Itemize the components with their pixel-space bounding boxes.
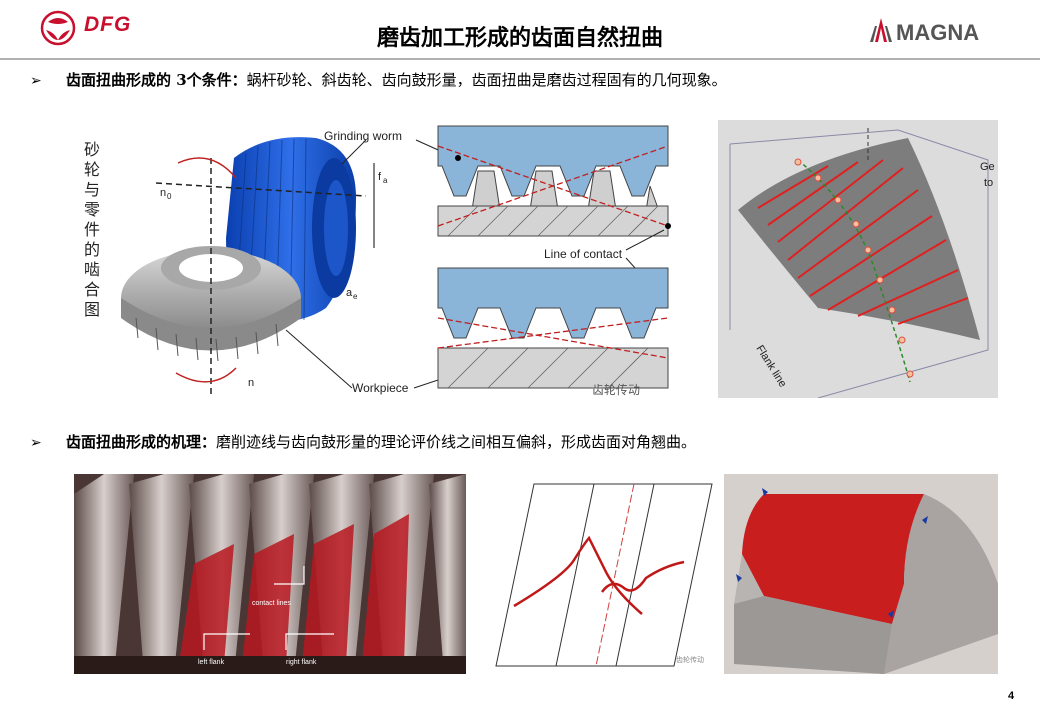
magna-logo-icon <box>870 18 892 42</box>
twisted-tooth-illustration <box>724 474 998 674</box>
bullet-heading: 齿面扭曲形成的机理： <box>66 433 217 451</box>
right-flank-label: right flank <box>286 659 317 666</box>
header: DFG 磨齿加工形成的齿面自然扭曲 MAGNA <box>0 0 1040 62</box>
figure-deviation-curves: 齿轮传动 <box>494 478 714 670</box>
deviation-curves-illustration: 齿轮传动 <box>495 483 713 667</box>
fa-label: f <box>378 171 382 183</box>
flank-surface-illustration: Ge to Flank line <box>718 120 998 398</box>
header-divider <box>0 58 1040 60</box>
figure1-watermark: 齿轮传动 <box>592 382 640 397</box>
figure-grinding-mesh: n 0 f a a e n Grinding worm Workpiece Li… <box>116 118 688 404</box>
vertical-caption: 砂轮与零件的啮合图 <box>83 140 100 319</box>
page-number: 4 <box>1008 690 1015 702</box>
ae-label: a <box>346 287 353 299</box>
n0-sub-label: 0 <box>167 192 172 201</box>
n-label: n <box>248 377 254 389</box>
n0-label: n <box>160 187 166 199</box>
flank-top-label: Ge <box>980 161 995 173</box>
figure-flank-surface: Ge to Flank line <box>718 120 998 398</box>
contact-lines-label: contact lines <box>252 600 291 607</box>
bullet-arrow-icon: ➢ <box>30 435 42 451</box>
figure-contact-pattern-photo: contact lines left flank right flank <box>74 474 466 674</box>
page-title: 磨齿加工形成的齿面自然扭曲 <box>376 26 663 51</box>
dfg-logo-icon <box>40 10 76 46</box>
bullet-arrow-icon: ➢ <box>30 73 42 89</box>
bullet-mechanism: ➢ 齿面扭曲形成的机理：磨削迹线与齿向鼓形量的理论评价线之间相互偏斜，形成齿面对角… <box>30 432 696 453</box>
grinding-mesh-illustration: n 0 f a a e n Grinding worm Workpiece Li… <box>121 125 671 398</box>
workpiece-label: Workpiece <box>352 381 409 395</box>
line-of-contact-label: Line of contact <box>544 247 623 261</box>
fa-sub-label: a <box>383 176 388 185</box>
magna-logo-text: MAGNA <box>896 20 980 45</box>
flank-top-label-2: to <box>984 177 993 189</box>
figure4-watermark: 齿轮传动 <box>676 655 704 664</box>
figure-twisted-tooth <box>724 474 998 674</box>
dfg-logo-text: DFG <box>84 13 132 36</box>
bullet-text: 蜗杆砂轮、斜齿轮、齿向鼓形量，齿面扭曲是磨齿过程固有的几何现象。 <box>246 71 727 89</box>
ae-sub-label: e <box>353 292 358 301</box>
bullet-heading: 齿面扭曲形成的 3个条件： <box>66 71 247 89</box>
contact-pattern-illustration: contact lines left flank right flank <box>74 474 466 674</box>
grinding-worm-label: Grinding worm <box>324 129 402 143</box>
bullet-conditions: ➢ 齿面扭曲形成的 3个条件：蜗杆砂轮、斜齿轮、齿向鼓形量，齿面扭曲是磨齿过程固有… <box>30 70 727 91</box>
bullet-text: 磨削迹线与齿向鼓形量的理论评价线之间相互偏斜，形成齿面对角翘曲。 <box>216 433 697 451</box>
left-flank-label: left flank <box>198 659 225 666</box>
